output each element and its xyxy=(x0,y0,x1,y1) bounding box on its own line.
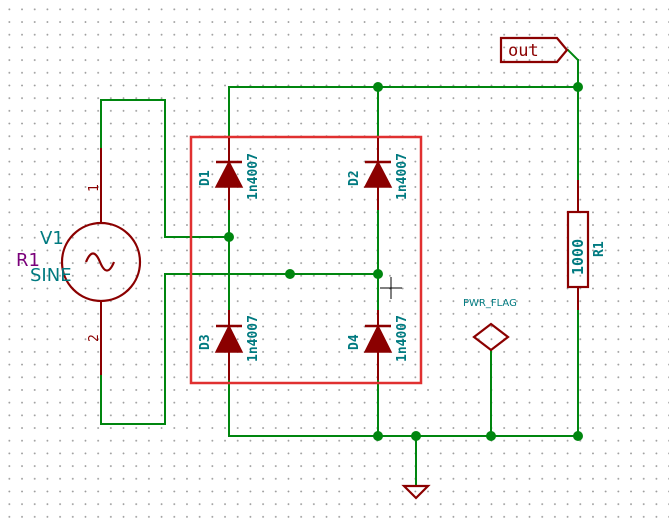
v1-value: SINE xyxy=(30,265,72,286)
power-flag[interactable]: PWR_FLAG xyxy=(463,298,517,352)
junction-mid[interactable] xyxy=(285,269,295,279)
d3-value: 1n4007 xyxy=(246,315,261,362)
junction-bottom-gnd[interactable] xyxy=(411,431,421,441)
junction-top-right[interactable] xyxy=(573,82,583,92)
selection-box[interactable] xyxy=(189,135,423,385)
wires xyxy=(100,48,580,487)
wire-out-stub[interactable] xyxy=(566,48,580,62)
d4-triangle xyxy=(363,324,393,353)
r1-body xyxy=(566,210,590,289)
junctions xyxy=(224,82,583,441)
pwr-flag-label: PWR_FLAG xyxy=(463,298,517,309)
junction-d1-d3[interactable] xyxy=(224,232,234,242)
v1-field: R1 xyxy=(16,250,40,271)
junction-d2-d4[interactable] xyxy=(373,269,383,279)
wire-v1-top[interactable] xyxy=(100,99,230,238)
v1-pin2-number: 2 xyxy=(87,334,102,342)
sine-wave-icon xyxy=(84,252,116,272)
out-label-shape xyxy=(499,36,569,64)
pwr-flag-diamond-icon xyxy=(472,322,510,352)
d1-triangle xyxy=(214,160,244,188)
r1-reference: R1 xyxy=(592,241,607,257)
ground-symbol[interactable] xyxy=(401,484,431,500)
d2-triangle xyxy=(363,160,393,188)
d1-reference: D1 xyxy=(198,170,213,186)
diode-d1[interactable]: D1 1n4007 xyxy=(198,138,261,210)
v1-sine-source[interactable]: 1 2 V1 R1 SINE xyxy=(16,148,142,375)
d3-reference: D3 xyxy=(198,334,213,350)
junction-bottom-right[interactable] xyxy=(573,431,583,441)
diode-d2[interactable]: D2 1n4007 xyxy=(347,138,410,210)
diode-d3[interactable]: D3 1n4007 xyxy=(198,310,261,380)
junction-bottom-pwr[interactable] xyxy=(486,431,496,441)
d4-value: 1n4007 xyxy=(395,315,410,362)
r1-value: 1000 xyxy=(569,239,587,275)
d4-reference: D4 xyxy=(347,334,362,350)
out-label-text: out xyxy=(508,41,539,61)
v1-circle xyxy=(60,221,142,303)
d2-value: 1n4007 xyxy=(395,153,410,200)
resistor-r1[interactable]: 1000 R1 xyxy=(566,180,607,310)
ground-triangle-icon xyxy=(401,484,431,500)
diode-d4[interactable]: D4 1n4007 xyxy=(347,310,410,380)
d1-value: 1n4007 xyxy=(246,153,261,200)
v1-pin1-number: 1 xyxy=(87,184,102,192)
crosshair-cursor-icon xyxy=(380,277,402,299)
v1-reference: V1 xyxy=(40,228,64,249)
d2-reference: D2 xyxy=(347,170,362,186)
junction-top-d2[interactable] xyxy=(373,82,383,92)
d3-triangle xyxy=(214,324,244,353)
global-label-out[interactable]: out xyxy=(499,36,569,64)
junction-bottom-d4[interactable] xyxy=(373,431,383,441)
wire-v1-bottom[interactable] xyxy=(100,273,379,425)
